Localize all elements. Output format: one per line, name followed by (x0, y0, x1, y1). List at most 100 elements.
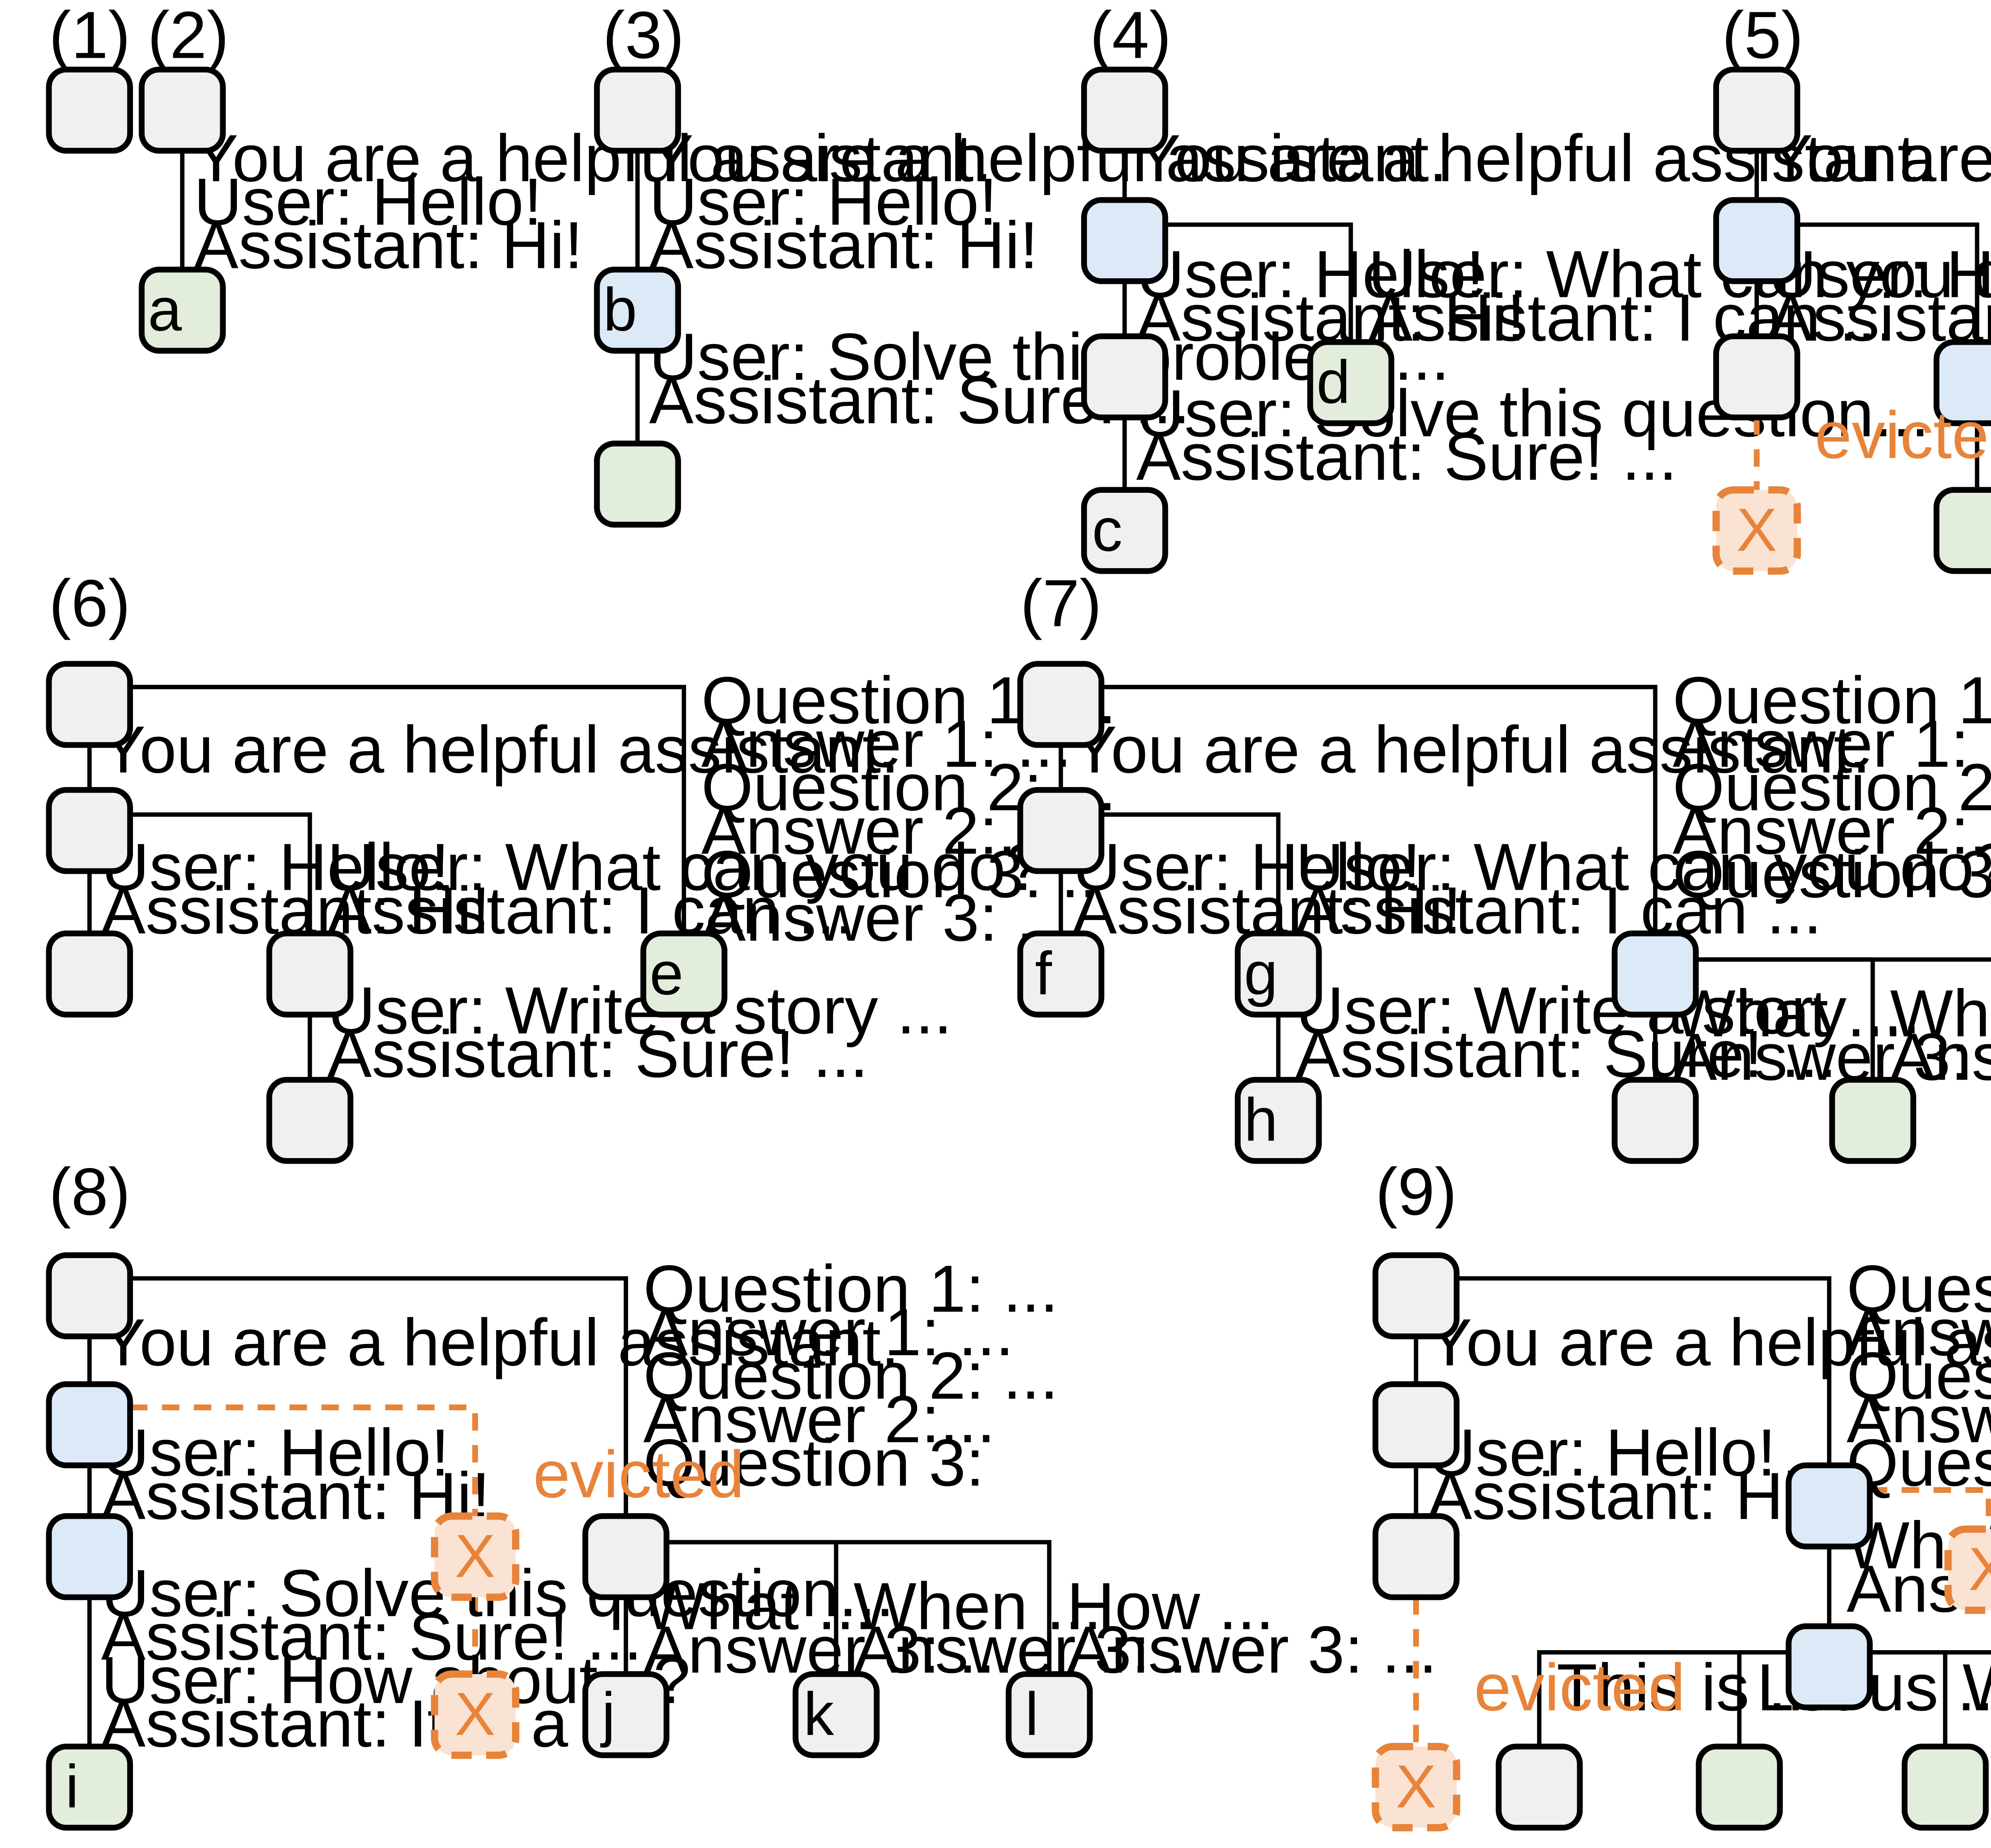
leaf-node-left[interactable] (46, 930, 133, 1018)
node-box[interactable] (1612, 930, 1699, 1018)
node-box[interactable] (1901, 1743, 1989, 1831)
node-box[interactable] (46, 661, 133, 748)
node-g[interactable]: g (1234, 930, 1322, 1018)
root-node[interactable] (46, 661, 133, 748)
node-box[interactable] (1017, 787, 1105, 874)
branch-node[interactable] (1017, 787, 1105, 874)
leaf-node-this[interactable] (1496, 1743, 1583, 1831)
evicted-box[interactable] (1944, 1525, 1991, 1614)
node-box[interactable] (1713, 66, 1800, 154)
node-box[interactable] (1496, 1743, 1583, 1831)
evicted-box[interactable] (1372, 1743, 1461, 1832)
node-box[interactable] (1612, 1077, 1699, 1164)
leaf-node-when[interactable] (1829, 1077, 1917, 1164)
node-box[interactable] (1713, 333, 1800, 420)
branch-node-right[interactable] (1786, 1462, 1873, 1549)
node-box[interactable] (1713, 197, 1800, 284)
leaf-node-a[interactable]: a (139, 266, 226, 354)
root-node[interactable] (46, 66, 133, 154)
leaf-node-green[interactable] (1933, 487, 1991, 574)
node-box[interactable] (1234, 1077, 1322, 1164)
node-box[interactable] (1017, 661, 1105, 748)
leaf-node-h[interactable]: h (1234, 1077, 1322, 1164)
root-node[interactable] (1081, 66, 1168, 154)
evicted-box[interactable] (1712, 486, 1801, 575)
node-box[interactable] (640, 930, 728, 1018)
leaf-node-wecan[interactable] (1901, 1743, 1989, 1831)
node-box[interactable] (46, 787, 133, 874)
leaf-node-f[interactable]: f (1017, 930, 1105, 1018)
node-box[interactable] (1005, 1671, 1093, 1758)
node-box[interactable] (46, 930, 133, 1018)
leaf-node-l[interactable]: l (1005, 1671, 1093, 1758)
node-box[interactable] (582, 1671, 670, 1758)
mid-node-right[interactable] (1933, 339, 1991, 426)
branch-node[interactable] (1713, 197, 1800, 284)
leaf-node-green[interactable] (594, 440, 681, 528)
branch-node[interactable] (1081, 197, 1168, 284)
mid-node-1[interactable] (1372, 1381, 1460, 1469)
evicted-box[interactable] (431, 1512, 520, 1601)
root-node[interactable] (594, 66, 681, 154)
evicted-node-1[interactable]: X (431, 1512, 520, 1601)
node-box[interactable] (594, 266, 681, 354)
node-box[interactable] (266, 1077, 354, 1164)
node-box[interactable] (1081, 333, 1168, 420)
node-box[interactable] (582, 1513, 670, 1600)
node-box[interactable] (266, 930, 354, 1018)
evicted-node-left[interactable]: X (1372, 1743, 1461, 1832)
evicted-box[interactable] (431, 1670, 520, 1759)
node-box[interactable] (139, 66, 226, 154)
leaf-node-j[interactable]: j (582, 1671, 670, 1758)
node-box[interactable] (1372, 1513, 1460, 1600)
node-box[interactable] (1829, 1077, 1917, 1164)
leaf-node-what[interactable] (1612, 1077, 1699, 1164)
node-box[interactable] (1933, 487, 1991, 574)
node-box[interactable] (46, 66, 133, 154)
node-box[interactable] (1081, 66, 1168, 154)
node-box[interactable] (1017, 930, 1105, 1018)
node-box[interactable] (1786, 1462, 1873, 1549)
branch-node[interactable] (46, 787, 133, 874)
node-box[interactable] (46, 1743, 133, 1831)
leaf-node-middle[interactable] (266, 1077, 354, 1164)
node-box[interactable] (594, 66, 681, 154)
node-box[interactable] (1372, 1381, 1460, 1469)
mid-node[interactable] (1081, 333, 1168, 420)
mid-node[interactable] (46, 1513, 133, 1600)
node-box[interactable] (46, 1252, 133, 1340)
branch-node-right[interactable] (1612, 930, 1699, 1018)
evicted-node-2[interactable]: X (431, 1670, 520, 1759)
leaf-node-k[interactable]: k (792, 1671, 880, 1758)
node-box[interactable] (1372, 1252, 1460, 1340)
leaf-node-e[interactable]: e (640, 930, 728, 1018)
leaf-node-i[interactable]: i (46, 1743, 133, 1831)
evicted-node[interactable]: X (1712, 486, 1801, 575)
branch-node-right[interactable] (582, 1513, 670, 1600)
node-b[interactable]: b (594, 266, 681, 354)
root-node[interactable] (46, 1252, 133, 1340)
node-box[interactable] (1081, 197, 1168, 284)
root-node[interactable] (1713, 66, 1800, 154)
node-box[interactable] (1081, 487, 1168, 574)
root-node[interactable] (1372, 1252, 1460, 1340)
leaf-node-d[interactable]: d (1307, 339, 1394, 426)
node-box[interactable] (1933, 339, 1991, 426)
branch-node[interactable] (46, 1381, 133, 1469)
node-box[interactable] (46, 1513, 133, 1600)
branch-node-bottom[interactable] (1786, 1623, 1873, 1711)
node-box[interactable] (792, 1671, 880, 1758)
evicted-node-right-1[interactable]: X (1944, 1525, 1991, 1614)
root-node[interactable] (139, 66, 226, 154)
root-node[interactable] (1017, 661, 1105, 748)
node-box[interactable] (46, 1381, 133, 1469)
leaf-node-letus[interactable] (1696, 1743, 1783, 1831)
node-box[interactable] (1234, 930, 1322, 1018)
leaf-node-c[interactable]: c (1081, 487, 1168, 574)
node-box[interactable] (139, 266, 226, 354)
node-box[interactable] (1786, 1623, 1873, 1711)
mid-node-2[interactable] (1372, 1513, 1460, 1600)
node-box[interactable] (1307, 339, 1394, 426)
node-box[interactable] (594, 440, 681, 528)
node-box[interactable] (1696, 1743, 1783, 1831)
